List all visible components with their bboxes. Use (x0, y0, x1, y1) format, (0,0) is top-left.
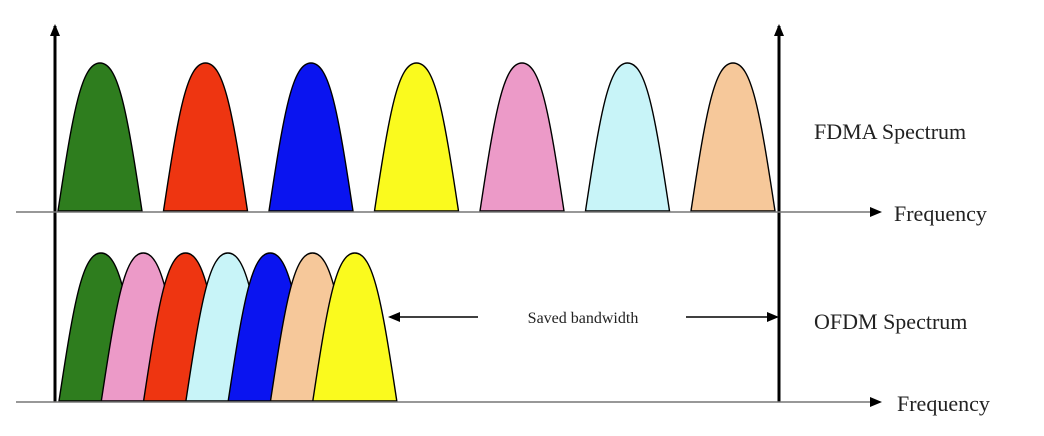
ofdm-subcarriers (58, 252, 398, 402)
fdma-subcarriers (57, 62, 776, 212)
ofdm-subcarrier-yellow (311, 252, 398, 402)
fdma-subcarrier-light-cyan (584, 62, 671, 212)
fdma-frequency-label: Frequency (894, 201, 987, 226)
fdma-subcarrier-green (57, 62, 143, 212)
fdma-subcarrier-red (162, 62, 249, 212)
fdma-subcarrier-pink (479, 62, 565, 212)
ofdm-frequency-label: Frequency (897, 391, 990, 416)
fdma-subcarrier-peach (690, 62, 776, 212)
fdma-subcarrier-yellow (373, 62, 460, 212)
fdma-spectrum-label: FDMA Spectrum (814, 119, 966, 144)
fdma-subcarrier-blue (268, 62, 354, 212)
ofdm-spectrum-label: OFDM Spectrum (814, 309, 967, 334)
saved-bandwidth-label: Saved bandwidth (528, 310, 639, 327)
